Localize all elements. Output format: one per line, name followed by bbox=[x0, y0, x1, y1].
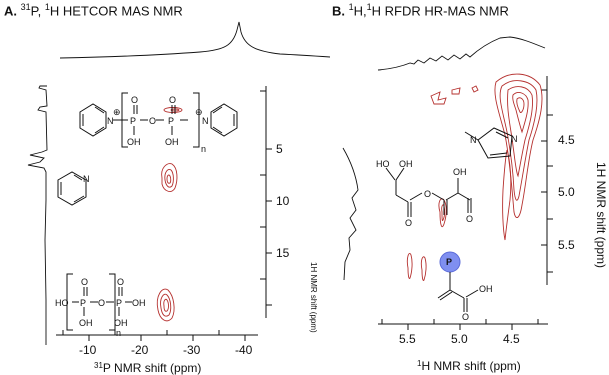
methylimidazole-n3: N bbox=[511, 134, 518, 144]
svg-text:OH: OH bbox=[127, 137, 141, 147]
svg-text:O: O bbox=[424, 189, 431, 199]
panel-b-xtick-5.5: 5.5 bbox=[399, 332, 416, 346]
panel-b-molecule-ester bbox=[385, 167, 472, 217]
panel-b-x-ticks bbox=[381, 319, 539, 330]
panel-a-x-ticks bbox=[62, 330, 246, 341]
svg-text:n: n bbox=[116, 328, 121, 338]
title-b-sup2: 1 bbox=[366, 2, 372, 12]
panel-b-left-projection bbox=[342, 147, 359, 281]
contour-b-tail bbox=[502, 149, 512, 241]
title-b-part2: H RFDR HR-MAS NMR bbox=[371, 3, 509, 19]
svg-text:OH: OH bbox=[453, 167, 467, 177]
panel-a-molecule-labels: N ⊕ P O OH O P O OH n N ⊕ bbox=[107, 95, 209, 154]
svg-text:OH: OH bbox=[79, 318, 93, 328]
svg-text:P: P bbox=[80, 298, 86, 308]
svg-text:O: O bbox=[466, 214, 473, 224]
svg-text:n: n bbox=[201, 144, 206, 154]
panel-a-ytick-5: 5 bbox=[276, 142, 283, 156]
svg-text:O: O bbox=[131, 95, 138, 105]
title-a-part2: H HETCOR MAS NMR bbox=[49, 3, 183, 19]
panel-a-acid-labels: HO P O OH O P O OH OH n bbox=[55, 277, 146, 338]
svg-text:O: O bbox=[117, 277, 124, 287]
contour-b-lower-1 bbox=[406, 253, 413, 279]
p-bead-oh: OH bbox=[479, 284, 493, 294]
panel-a-ytick-10: 10 bbox=[276, 194, 290, 208]
svg-text:OH: OH bbox=[165, 137, 179, 147]
title-b-part1: H, bbox=[353, 3, 367, 19]
contour-a-2 bbox=[161, 163, 178, 192]
title-b-sup1: 1 bbox=[348, 2, 354, 12]
svg-text:OH: OH bbox=[399, 159, 413, 169]
panel-a-xtick--40: -40 bbox=[235, 343, 253, 357]
panel-a-title: A. 31P, 1H HETCOR MAS NMR bbox=[4, 2, 183, 18]
p-bead-label: P bbox=[446, 257, 452, 267]
svg-text:N: N bbox=[107, 116, 114, 126]
contour-a-1 bbox=[163, 107, 183, 113]
p-bead-o: O bbox=[462, 312, 469, 322]
panel-b-ytick-5.5: 5.5 bbox=[558, 238, 575, 252]
svg-text:P: P bbox=[168, 116, 174, 126]
contour-a-3 bbox=[156, 288, 175, 322]
panel-b-top-projection bbox=[377, 36, 546, 71]
title-a-part1: P, bbox=[30, 3, 45, 19]
svg-text:P: P bbox=[116, 298, 122, 308]
panel-a-xtick--20: -20 bbox=[131, 343, 149, 357]
panel-b-xtick-5.0: 5.0 bbox=[451, 332, 468, 346]
svg-text:N: N bbox=[202, 116, 209, 126]
panel-a-molecule-polyphosphoric-acid bbox=[66, 273, 132, 331]
panel-a-ytick-15: 15 bbox=[276, 246, 290, 260]
svg-text:O: O bbox=[98, 298, 105, 308]
panel-b-ester-labels: HO OH O O OH O bbox=[376, 159, 473, 228]
panel-a-ylabel: 1H NMR shift (ppm) bbox=[310, 262, 319, 333]
contour-b-diagonal-large bbox=[494, 73, 543, 219]
contour-b-center bbox=[438, 198, 447, 228]
svg-text:O: O bbox=[149, 116, 156, 126]
svg-text:O: O bbox=[81, 277, 88, 287]
panel-b-title: B. 1H,1H RFDR HR-MAS NMR bbox=[332, 2, 509, 18]
pyridine-n-label: N bbox=[83, 174, 90, 184]
panel-a-letter: A. bbox=[4, 3, 17, 19]
panel-b-ytick-4.5: 4.5 bbox=[558, 133, 575, 147]
svg-text:OH: OH bbox=[132, 298, 146, 308]
svg-text:⊕: ⊕ bbox=[195, 107, 203, 117]
panel-b-ylabel: 1H NMR shift (ppm) bbox=[594, 162, 608, 268]
svg-text:P: P bbox=[130, 116, 136, 126]
svg-text:O: O bbox=[169, 95, 176, 105]
panel-a-molecule-pyridine bbox=[57, 171, 87, 206]
panel-a-left-projection bbox=[27, 85, 48, 345]
panel-a-molecule-pyridinium-polyphosphate bbox=[79, 92, 238, 148]
svg-text:OH: OH bbox=[114, 318, 128, 328]
panel-b-molecule-p-bead: P OH O bbox=[437, 251, 493, 322]
panel-a-xtick--30: -30 bbox=[183, 343, 201, 357]
panel-b-ytick-5.0: 5.0 bbox=[558, 185, 575, 199]
svg-text:⊕: ⊕ bbox=[113, 107, 121, 117]
panel-a: 5 10 15 1H NMR shift (ppm) -10 -20 -30 -… bbox=[27, 21, 331, 375]
panel-b-contours bbox=[406, 73, 543, 281]
panel-a-xlabel: 31P NMR shift (ppm) bbox=[94, 361, 201, 375]
title-a-sup1: 31 bbox=[20, 2, 31, 12]
panel-b-letter: B. bbox=[332, 3, 345, 19]
title-a-sup2: 1 bbox=[44, 2, 50, 12]
contour-b-lower-2 bbox=[420, 256, 427, 281]
panel-a-xtick--10: -10 bbox=[79, 343, 97, 357]
panel-a-top-projection bbox=[59, 21, 331, 59]
panel-b: 4.5 5.0 5.5 1H NMR shift (ppm) 5.5 5.0 4… bbox=[342, 36, 608, 373]
panel-b-molecule-methylimidazole bbox=[464, 127, 513, 159]
methylimidazole-n1: N bbox=[470, 135, 477, 145]
panel-b-xlabel: 1H NMR shift (ppm) bbox=[417, 359, 521, 373]
panel-b-xtick-4.5: 4.5 bbox=[503, 332, 520, 346]
svg-text:HO: HO bbox=[376, 159, 390, 169]
svg-text:O: O bbox=[405, 218, 412, 228]
panel-a-y-ticks bbox=[260, 90, 272, 306]
panel-b-y-ticks bbox=[541, 89, 553, 273]
svg-text:HO: HO bbox=[55, 298, 69, 308]
contour-b-top-left bbox=[430, 91, 447, 105]
